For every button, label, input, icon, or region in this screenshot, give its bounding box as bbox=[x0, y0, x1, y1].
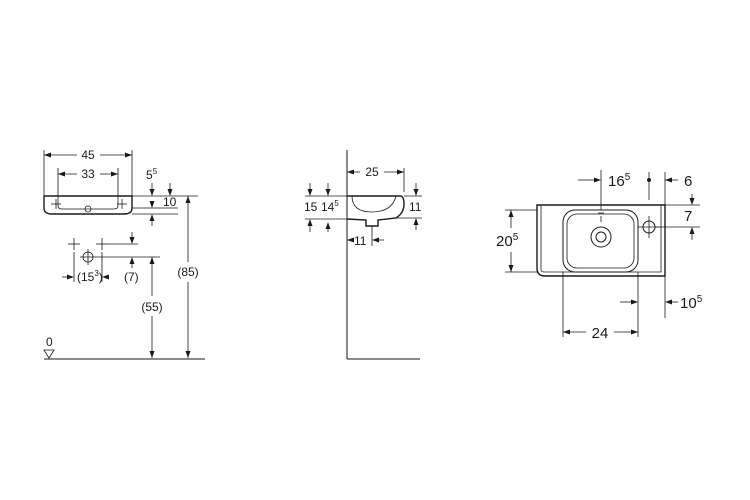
dim-side-height-inner: 145 bbox=[321, 199, 339, 214]
dim-waste-offset: (7) bbox=[124, 270, 139, 284]
dim-top-tap-offset: 165 bbox=[608, 172, 631, 190]
top-view: 165 6 7 205 24 105 bbox=[496, 170, 703, 342]
dim-rim-height: (85) bbox=[177, 265, 198, 279]
dim-top-tap-depth: 7 bbox=[684, 208, 692, 225]
dim-bowl-width: 33 bbox=[81, 167, 95, 181]
dim-side-projection: 25 bbox=[365, 165, 379, 179]
floor-level-marker bbox=[43, 349, 55, 359]
dim-tap-spacing: (153) bbox=[77, 269, 103, 284]
top-waste-outer bbox=[590, 226, 612, 248]
dim-rim-depth: 10 bbox=[163, 195, 177, 209]
top-waste-inner bbox=[595, 231, 607, 243]
top-bowl-outline bbox=[562, 209, 639, 273]
front-view: 45 33 55 10 bbox=[43, 148, 205, 360]
front-tap-markers bbox=[68, 238, 108, 265]
side-view: 25 15 145 11 11 bbox=[304, 150, 422, 360]
dim-width-overall: 45 bbox=[81, 148, 95, 162]
dim-side-waste-offset: 11 bbox=[354, 234, 367, 248]
side-basin-profile bbox=[346, 195, 405, 227]
dim-side-rim-height: 11 bbox=[409, 200, 422, 214]
dim-side-height-outer: 15 bbox=[304, 200, 318, 214]
dim-top-wall-offset: 105 bbox=[680, 294, 703, 312]
dim-top-bowl-width: 24 bbox=[592, 325, 609, 342]
dim-top-depth: 205 bbox=[496, 232, 519, 250]
dim-top-edge-offset: 6 bbox=[684, 173, 692, 190]
front-basin-outline bbox=[43, 195, 133, 215]
dim-waste-height: (55) bbox=[141, 300, 162, 314]
floor-level-label: 0 bbox=[46, 335, 53, 349]
front-waste-circle bbox=[84, 205, 92, 213]
top-basin-outline bbox=[536, 204, 666, 277]
dim-rim-offset: 55 bbox=[146, 167, 158, 182]
